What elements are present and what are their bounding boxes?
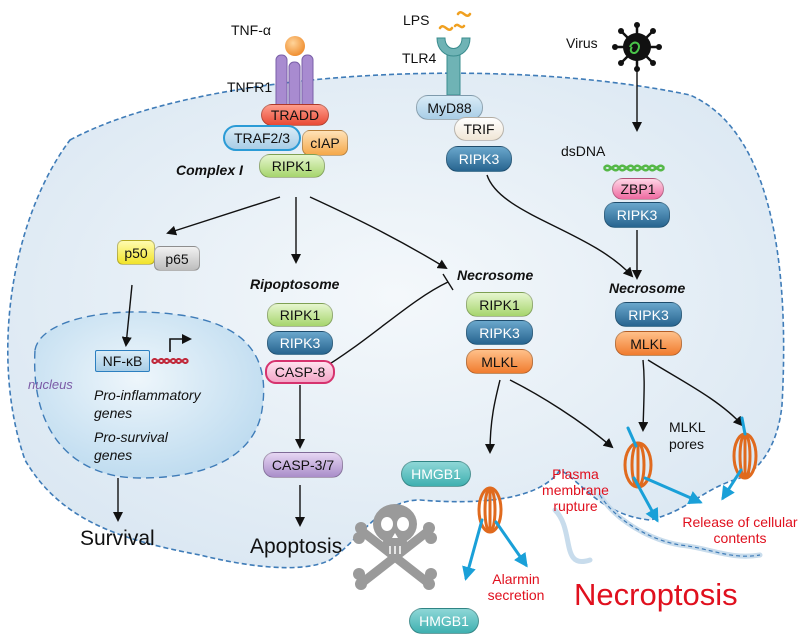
necrosome-1-label: Necrosome: [457, 267, 534, 283]
tlr4-label: TLR4: [402, 50, 437, 66]
virus-label: Virus: [566, 35, 598, 51]
apoptosis-label: Apoptosis: [250, 535, 343, 558]
tlr4-receptor: [436, 37, 471, 96]
nucleus: [34, 311, 265, 479]
tnfr1-label: TNFR1: [227, 79, 273, 95]
casp8-pill: CASP-8: [265, 360, 335, 384]
necrosome-2-ripk3-pill: RIPK3: [615, 302, 682, 327]
lps-label: LPS: [403, 12, 430, 28]
necrosome-1-mlkl-pill: MLKL: [466, 349, 533, 374]
hmgb1-bottom-pill: HMGB1: [409, 608, 479, 634]
nfkb-box: NF-κB: [95, 350, 150, 372]
ripoptosome-ripk1-pill: RIPK1: [267, 303, 333, 327]
ripoptosome-label: Ripoptosome: [250, 276, 340, 292]
hmgb1-top-pill: HMGB1: [401, 461, 471, 487]
dsdna-label: dsDNA: [561, 143, 606, 159]
ripoptosome-ripk3-pill: RIPK3: [267, 331, 333, 355]
pro-inflammatory-genes-label: Pro-inflammatory genes: [94, 387, 201, 421]
trif-pill: TRIF: [454, 117, 504, 141]
necrosome-1-ripk1-pill: RIPK1: [466, 292, 533, 317]
pro-survival-genes-label: Pro-survival genes: [94, 429, 168, 463]
zbp1-pill: ZBP1: [612, 178, 664, 200]
necrosome-2-label: Necrosome: [609, 280, 686, 296]
necrosome-2-mlkl-pill: MLKL: [615, 331, 682, 356]
alarmin-secretion-label: Alarmin secretion: [487, 571, 545, 603]
ciap-pill: cIAP: [302, 130, 348, 156]
tlr-ripk3-pill: RIPK3: [446, 146, 512, 172]
plasma-membrane-rupture-label: Plasma membrane rupture: [542, 466, 609, 514]
dsdna-icon: [602, 164, 666, 172]
mlkl-pores-label: MLKL pores: [669, 419, 706, 452]
tnfr1-receptor: [275, 36, 314, 115]
tradd-pill: TRADD: [261, 104, 329, 126]
survival-label: Survival: [80, 527, 155, 550]
necroptosis-label: Necroptosis: [574, 577, 738, 612]
necrosome-1-ripk3-pill: RIPK3: [466, 320, 533, 345]
complex1-ripk1-pill: RIPK1: [259, 154, 325, 178]
virus-ripk3-pill: RIPK3: [604, 202, 670, 228]
release-of-cellular-contents-label: Release of cellular contents: [682, 514, 798, 546]
myd88-pill: MyD88: [416, 95, 483, 120]
p50-pill: p50: [117, 240, 155, 265]
release-arrows: [462, 416, 747, 581]
virus-icon: [612, 22, 662, 72]
complex1-label: Complex I: [176, 162, 243, 178]
p65-pill: p65: [154, 246, 200, 271]
nucleus-label: nucleus: [28, 377, 73, 392]
tnf-alpha-label: TNF-α: [231, 22, 271, 38]
pathway-arrows: [113, 68, 744, 527]
traf23-pill: TRAF2/3: [223, 125, 301, 151]
casp37-pill: CASP-3/7: [263, 452, 343, 478]
mlkl-pore-left: [477, 486, 503, 534]
gene-helix-icon: [151, 334, 192, 364]
skull-crossbones-icon: [353, 504, 437, 590]
